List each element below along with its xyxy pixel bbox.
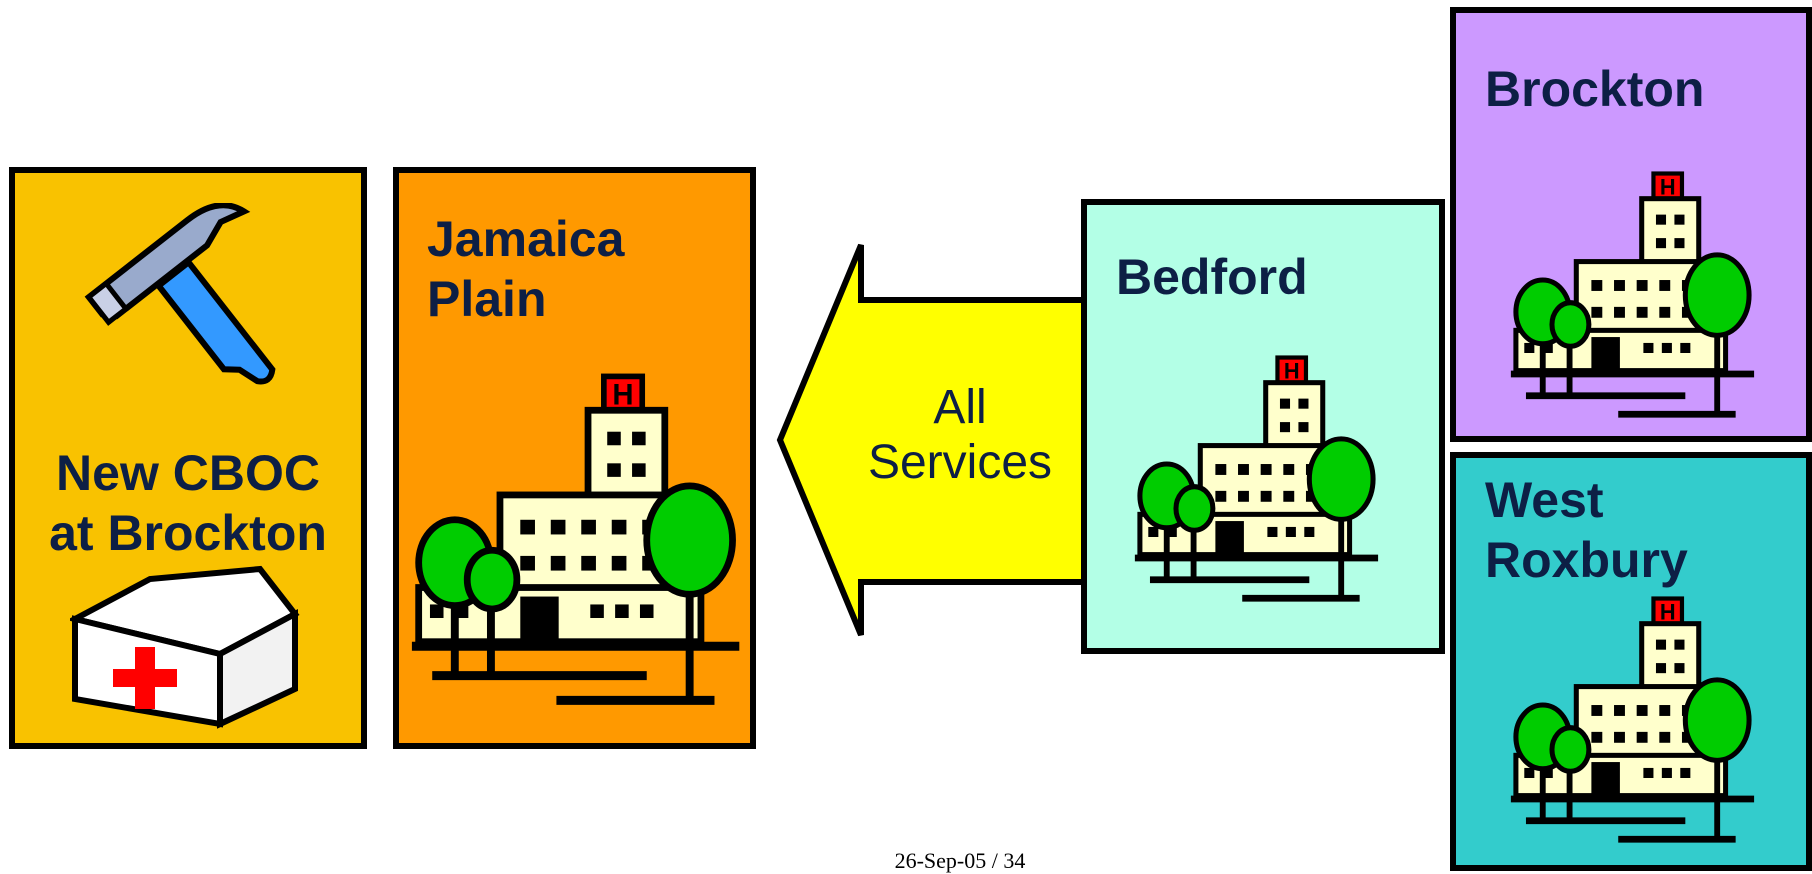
medical-tent-icon: [70, 565, 300, 729]
panel-west-roxbury: West Roxbury: [1450, 452, 1812, 871]
bedford-title: Bedford: [1116, 249, 1308, 305]
arrow-shape: [776, 243, 1093, 637]
panel-jamaica-plain: Jamaica Plain: [393, 167, 756, 749]
west-roxbury-title: West Roxbury: [1485, 472, 1688, 588]
hospital-icon: [409, 373, 749, 723]
hospital-icon: [1101, 355, 1417, 615]
jamaica-plain-title: Jamaica Plain: [427, 211, 625, 327]
cboc-title: New CBOC at Brockton: [49, 445, 327, 561]
slide-footer: 26-Sep-05 / 34: [894, 848, 1026, 873]
hospital-icon: [1470, 596, 1800, 856]
arrow-label: All Services: [867, 381, 1053, 490]
panel-new-cboc: New CBOC at Brockton: [9, 167, 367, 749]
panel-brockton: Brockton: [1450, 7, 1812, 442]
hospital-icon: [1470, 171, 1800, 431]
hammer-icon: [84, 203, 276, 385]
brockton-title: Brockton: [1485, 61, 1705, 117]
panel-bedford: Bedford: [1081, 199, 1445, 654]
